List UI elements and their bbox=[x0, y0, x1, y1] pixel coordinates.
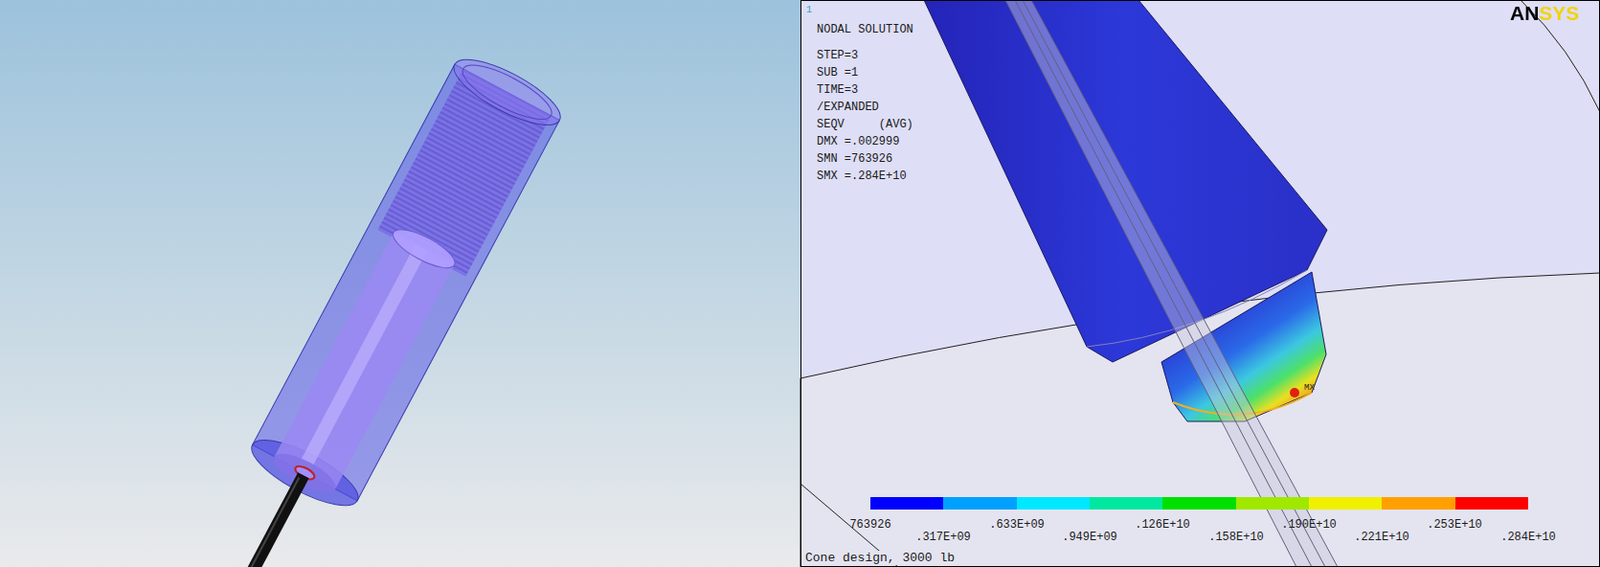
contour-color-bar bbox=[870, 496, 1529, 510]
color-bar-value: .317E+09 bbox=[915, 530, 971, 544]
bore-line bbox=[1022, 0, 1326, 567]
max-spot bbox=[1289, 387, 1300, 398]
bore-line bbox=[1014, 0, 1312, 567]
color-bar-value: .949E+09 bbox=[1061, 530, 1118, 544]
probe-cylinder bbox=[156, 47, 569, 567]
cable-bore bbox=[1005, 0, 1338, 567]
plot-title: Cone design, 3000 lb bbox=[803, 550, 957, 565]
max-displacement: DMX =.002999 bbox=[816, 135, 900, 149]
color-bar-value: .284E+10 bbox=[1500, 530, 1556, 544]
color-bar-value: .253E+10 bbox=[1426, 518, 1483, 532]
bore-line bbox=[1005, 0, 1297, 567]
step-info: SUB =1 bbox=[816, 66, 858, 80]
view-number: 1 bbox=[806, 3, 812, 18]
step-info: /EXPANDED bbox=[816, 100, 879, 114]
color-bar-value: .221E+10 bbox=[1353, 530, 1410, 544]
max-stress: SMX =.284E+10 bbox=[816, 169, 907, 183]
plot-frame bbox=[801, 0, 1600, 567]
result-type: SEQV (AVG) bbox=[816, 117, 914, 132]
color-bar-value: .158E+10 bbox=[1208, 530, 1264, 544]
plot-header: NODAL SOLUTION bbox=[816, 22, 914, 37]
software-logo: ANSYS bbox=[1509, 1, 1579, 25]
plot-background bbox=[800, 0, 1600, 567]
color-bar-value: .190E+10 bbox=[1281, 518, 1337, 532]
render-background bbox=[0, 0, 801, 567]
color-bar-value: .126E+10 bbox=[1134, 518, 1191, 532]
step-info: TIME=3 bbox=[816, 83, 858, 97]
color-bar-value: .633E+09 bbox=[989, 518, 1045, 532]
color-bar-value: 763926 bbox=[849, 518, 891, 532]
max-marker: MX bbox=[1304, 383, 1315, 393]
bore-line bbox=[1031, 0, 1338, 567]
step-info: STEP=3 bbox=[816, 48, 858, 63]
min-stress: SMN =763926 bbox=[816, 152, 893, 166]
